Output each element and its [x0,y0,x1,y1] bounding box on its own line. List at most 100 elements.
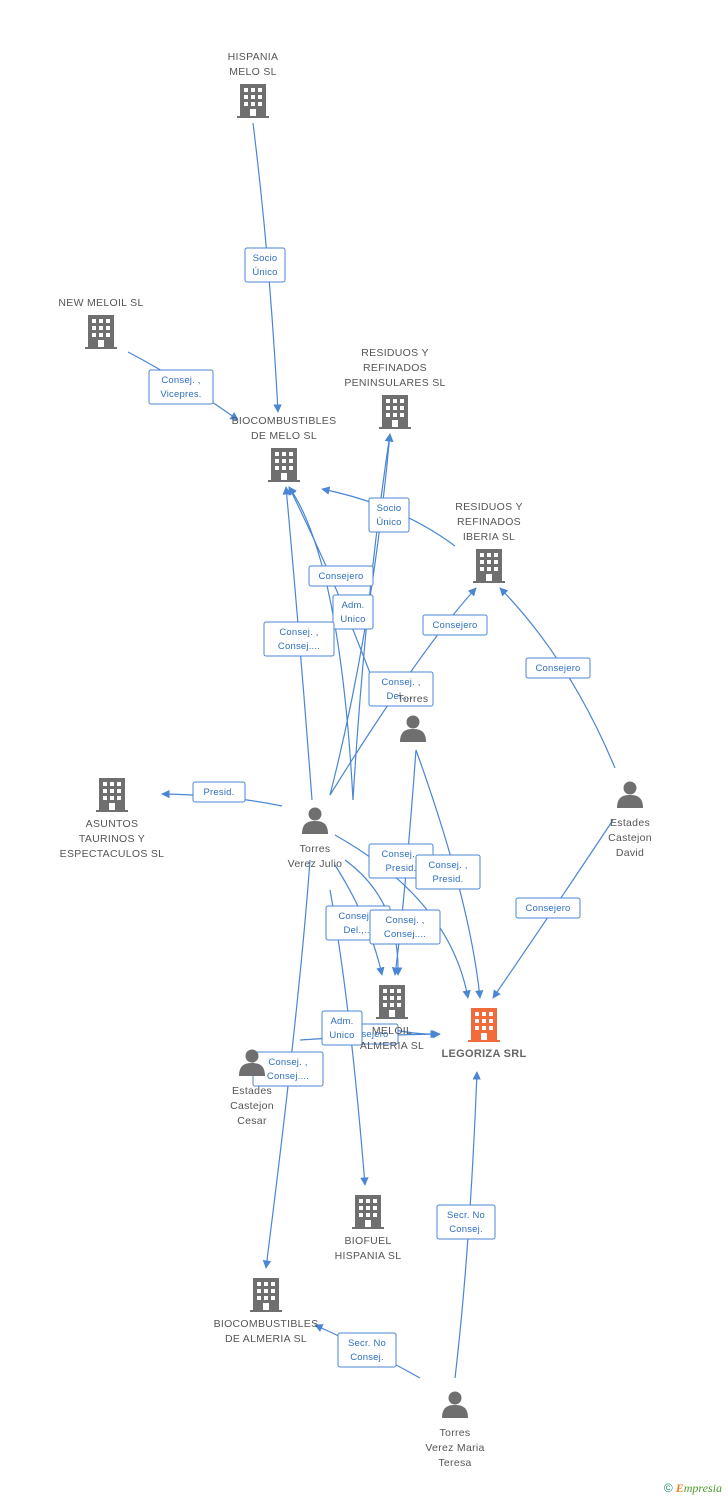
relation-label-box [263,621,335,657]
node-label: BIOFUEL [344,1235,391,1247]
building-icon [237,84,269,118]
relation-label-text: Vicepres. [160,389,201,400]
relation-label-e2[interactable]: Consej. , Vicepres. [148,369,214,405]
relation-line-e8 [288,486,381,701]
relation-label-e5[interactable]: Adm. Unico [332,594,374,630]
node-label: REFINADOS [363,362,427,374]
relation-label-box [415,854,481,890]
node-label: Torres [300,843,331,855]
building-icon [250,1278,282,1312]
relation-label-e8[interactable]: Consej. , Del.,... [368,671,434,707]
relation-label-box [148,369,214,405]
node-label: DE ALMERIA SL [225,1333,307,1345]
relation-label-text: Consej.... [384,929,426,940]
relation-label-text: Consejero [432,620,477,631]
node-label: PENINSULARES SL [344,377,445,389]
node-label: REFINADOS [457,516,521,528]
building-icon [468,1008,500,1042]
relation-line-e18 [262,859,311,1269]
relation-label-text: Consej. , [428,860,467,871]
relation-label-e15[interactable]: Consejero [515,897,581,919]
copyright-icon: © [663,1481,673,1495]
node-newmeloil[interactable]: NEW MELOIL SL [58,297,143,349]
relation-label-text: Del.,... [386,691,415,702]
relation-label-box [369,909,441,945]
relation-label-e7[interactable]: Consejero [422,614,488,636]
relation-label-text: Unico [329,1030,354,1041]
relation-label-text: Adm. [342,600,365,611]
node-label: BIOCOMBUSTIBLES [214,1318,319,1330]
relation-label-box [422,614,488,636]
relation-label-e6[interactable]: Consej. ,Consej.... [263,621,335,657]
relation-label-box [321,1010,363,1046]
node-bioalm[interactable]: BIOCOMBUSTIBLES DE ALMERIA SL [214,1278,319,1345]
relation-label-text: Consejero [525,903,570,914]
node-label: David [616,847,644,859]
empresia-logo[interactable]: Empresia [675,1481,722,1495]
building-icon [379,395,411,429]
relation-label-e10[interactable]: Presid. [192,781,246,803]
person-icon [442,1391,468,1418]
relation-label-e12[interactable]: Consej. ,Presid. [415,854,481,890]
relation-label-text: Consejero [535,663,580,674]
person-icon [400,715,426,742]
node-label: BIOCOMBUSTIBLES [232,415,337,427]
node-label: ALMERIA SL [360,1040,424,1052]
node-label: Teresa [438,1457,471,1469]
relation-label-box [525,657,591,679]
node-label: TAURINOS Y [79,833,145,845]
node-label: NEW MELOIL SL [58,297,143,309]
person-icon [617,781,643,808]
relation-label-e14[interactable]: Consej. ,Consej.... [369,909,441,945]
copyright-footer: ©Empresia [664,1481,722,1496]
building-icon [85,315,117,349]
node-torres[interactable]: Torres [398,693,429,742]
relation-label-text: Consej. , [381,677,420,688]
building-icon [96,778,128,812]
relation-label-box [192,781,246,803]
building-icon [473,549,505,583]
relation-label-box [368,671,434,707]
node-label: MELO SL [229,66,277,78]
node-legoriza[interactable]: LEGORIZA SRL [441,1008,526,1060]
relation-label-e4[interactable]: Consejero [308,565,374,587]
node-asuntos[interactable]: ASUNTOS TAURINOS Y ESPECTACULOS SL [60,778,165,860]
node-label: ESPECTACULOS SL [60,848,165,860]
node-label: ASUNTOS [86,818,139,830]
relation-line-e4 [288,486,354,801]
node-label: IBERIA SL [463,531,515,543]
relation-label-text: Unico [340,614,365,625]
node-label: LEGORIZA SRL [441,1048,526,1060]
node-label: RESIDUOS Y [361,347,429,359]
relation-line-e7 [329,587,477,796]
relation-label-e9[interactable]: Consejero [525,657,591,679]
relation-label-text: Socio [377,503,402,514]
node-label: Torres [398,693,429,705]
node-label: Torres [440,1427,471,1439]
node-label: Castejon [230,1100,274,1112]
relation-label-e17[interactable]: Adm.Unico [321,1010,363,1046]
relation-label-box [368,497,410,533]
relation-label-box [308,565,374,587]
building-icon [376,985,408,1019]
relation-label-box [515,897,581,919]
relation-label-text: Consej. , [161,375,200,386]
relation-label-text: Presid. [204,787,235,798]
node-rrp[interactable]: RESIDUOS Y REFINADOS PENINSULARES SL [344,347,445,429]
relation-label-text: Consej. , [279,627,318,638]
relation-label-text: Consej. , [381,849,420,860]
